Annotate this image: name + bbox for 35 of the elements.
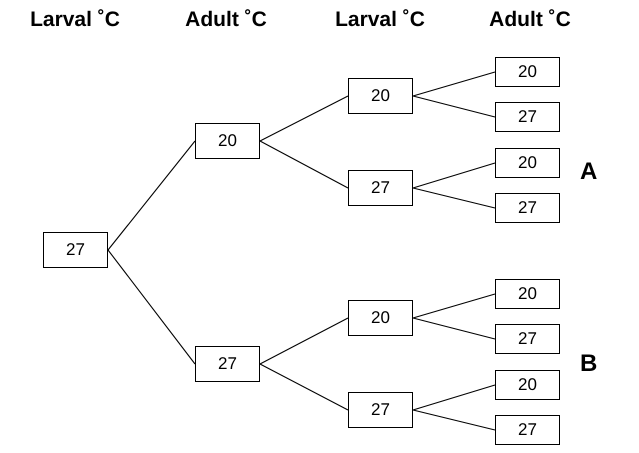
connector-line xyxy=(412,317,496,340)
temperature-box: 27 xyxy=(495,102,560,132)
connector-line xyxy=(108,250,196,364)
connector-line xyxy=(260,96,348,142)
temperature-box: 20 xyxy=(348,78,413,114)
temperature-box: 27 xyxy=(348,392,413,428)
temperature-box: 27 xyxy=(495,193,560,223)
temperature-box: 27 xyxy=(348,170,413,206)
column-header: Larval ˚C xyxy=(335,8,425,32)
temperature-box: 20 xyxy=(195,123,260,159)
temperature-box: 27 xyxy=(43,232,108,268)
group-letter: B xyxy=(580,350,598,378)
connector-line xyxy=(260,364,348,410)
column-header: Adult ˚C xyxy=(489,8,571,32)
connector-line xyxy=(108,140,196,250)
column-header: Larval ˚C xyxy=(30,8,120,32)
temperature-box: 20 xyxy=(495,370,560,400)
connector-line xyxy=(412,409,496,431)
temperature-box: 20 xyxy=(495,57,560,87)
column-header: Adult ˚C xyxy=(185,8,267,32)
temperature-box: 20 xyxy=(495,148,560,178)
group-letter: A xyxy=(580,158,598,186)
connector-line xyxy=(412,162,496,189)
connector-line xyxy=(412,95,496,118)
connector-line xyxy=(412,384,496,411)
connector-line xyxy=(260,140,348,188)
connector-line xyxy=(412,187,496,209)
temperature-box: 20 xyxy=(495,279,560,309)
connector-line xyxy=(260,318,348,364)
temperature-box: 27 xyxy=(495,415,560,445)
temperature-box: 20 xyxy=(348,300,413,336)
connector-line xyxy=(412,71,496,97)
temperature-box: 27 xyxy=(495,324,560,354)
temperature-box: 27 xyxy=(195,346,260,382)
connector-line xyxy=(412,293,496,319)
